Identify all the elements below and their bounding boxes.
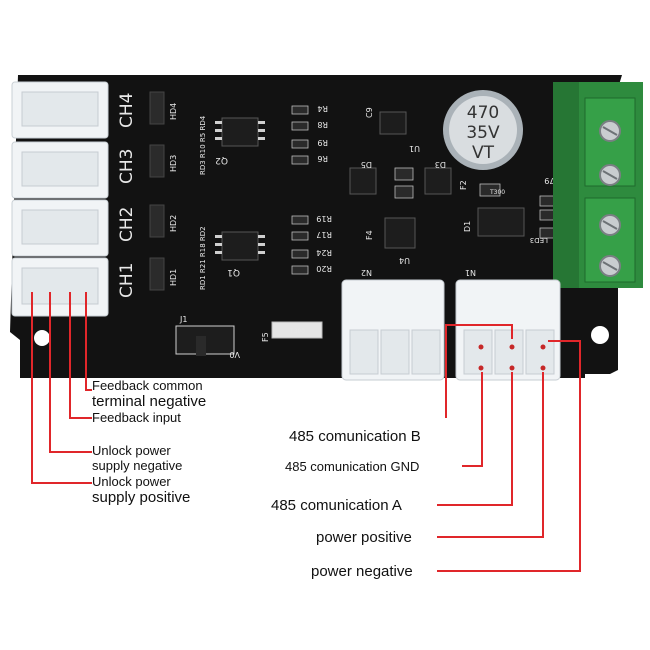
silk-triple-bottom: RD1 R21 R18 RD2 <box>199 226 207 290</box>
label-unlock-negative-line1: Unlock power <box>92 443 171 458</box>
label-power-positive: power positive <box>316 529 412 546</box>
leader-feedback-common <box>85 292 92 391</box>
silk-n2: N2 <box>361 268 372 277</box>
label-feedback-common: Feedback common terminal negative <box>92 378 206 410</box>
leader-unlock-negative <box>49 292 92 453</box>
silk-u4: U4 <box>399 256 410 265</box>
leader-lines <box>31 292 581 572</box>
silk-q1: Q1 <box>227 267 240 277</box>
silk-hd4: HD4 <box>169 103 178 120</box>
silk-r9: R9 <box>317 138 328 147</box>
smd-components-left <box>149 91 165 291</box>
silk-t300-b: T300 <box>289 328 305 335</box>
channel-label-ch2: CH2 <box>117 207 137 242</box>
silk-d1: D1 <box>463 221 472 232</box>
jst-connector-ch1 <box>11 257 109 317</box>
mounting-hole-left <box>34 330 50 346</box>
leader-power-positive <box>437 372 544 538</box>
label-feedback-common-line2: terminal negative <box>92 393 207 410</box>
silk-f5: F5 <box>261 332 270 342</box>
capacitor-line3: VT <box>472 143 495 163</box>
label-comm-a: 485 comunication A <box>271 497 402 514</box>
label-unlock-negative: Unlock power supply negative <box>92 443 182 473</box>
channel-label-ch4: CH4 <box>117 93 137 128</box>
leader-comm-b <box>445 324 513 418</box>
silk-r24: R24 <box>316 248 332 257</box>
leader-feedback-input <box>69 292 92 419</box>
silk-r20: R20 <box>316 264 332 273</box>
label-unlock-negative-line2: supply negative <box>92 458 183 473</box>
label-feedback-input: Feedback input <box>92 410 181 425</box>
silk-j1: J1 <box>179 315 187 324</box>
leader-power-negative <box>437 340 581 572</box>
chip-q2 <box>215 117 265 147</box>
silk-hd2: HD2 <box>169 215 178 232</box>
molex-connector-n1 <box>455 279 561 381</box>
molex-connector-n2 <box>341 279 445 381</box>
silk-r19: R19 <box>316 214 332 223</box>
capacitor-470uf: 470 35V VT <box>443 90 523 170</box>
silk-r4: R4 <box>317 104 328 113</box>
mounting-hole-right <box>591 326 609 344</box>
silk-f4: F4 <box>365 230 374 240</box>
silk-d5: D5 <box>361 160 372 169</box>
silk-r79: R79 <box>544 176 560 185</box>
leader-comm-a <box>437 372 513 506</box>
screw-terminal-block <box>553 82 643 288</box>
silk-t300-a: T300 <box>489 189 505 196</box>
resistor-pads-upper <box>291 105 309 165</box>
silk-hd1: HD1 <box>169 269 178 286</box>
silk-r6: R6 <box>317 154 328 163</box>
label-unlock-positive-line2: supply positive <box>92 489 191 506</box>
silk-n1: N1 <box>465 268 476 277</box>
resistor-pads-lower <box>291 215 309 275</box>
label-feedback-common-line1: Feedback common <box>92 378 203 393</box>
center-components <box>175 111 555 356</box>
channel-label-ch3: CH3 <box>117 149 137 184</box>
capacitor-line1: 470 <box>467 103 499 123</box>
label-comm-gnd: 485 comunication GND <box>285 459 420 474</box>
channel-connectors <box>11 81 109 317</box>
label-comm-b: 485 comunication B <box>289 428 421 445</box>
leader-unlock-positive <box>31 292 92 484</box>
label-unlock-positive-line1: Unlock power <box>92 474 171 489</box>
silk-q2: Q2 <box>215 155 228 165</box>
silk-led3: LED3 <box>530 236 548 244</box>
silk-v0: V0 <box>229 350 240 359</box>
silk-u1: U1 <box>409 144 420 153</box>
silk-d3: D3 <box>435 160 446 169</box>
leader-comm-gnd <box>462 372 483 467</box>
capacitor-line2: 35V <box>466 123 500 143</box>
silk-triple-top: RD3 R10 R5 RD4 <box>199 115 207 175</box>
channel-label-ch1: CH1 <box>117 263 137 298</box>
silk-r8: R8 <box>317 120 328 129</box>
jst-connector-ch2 <box>11 199 109 257</box>
label-unlock-positive: Unlock power supply positive <box>92 474 190 506</box>
jst-connector-ch4 <box>11 81 109 139</box>
jst-connector-ch3 <box>11 141 109 199</box>
label-feedback-input-line1: Feedback input <box>92 410 181 425</box>
silk-hd3: HD3 <box>169 155 178 172</box>
silk-c9: C9 <box>365 107 374 118</box>
chip-q1 <box>215 231 265 261</box>
silk-f2: F2 <box>459 180 468 190</box>
silk-r17: R17 <box>316 230 332 239</box>
label-power-negative: power negative <box>311 563 413 580</box>
